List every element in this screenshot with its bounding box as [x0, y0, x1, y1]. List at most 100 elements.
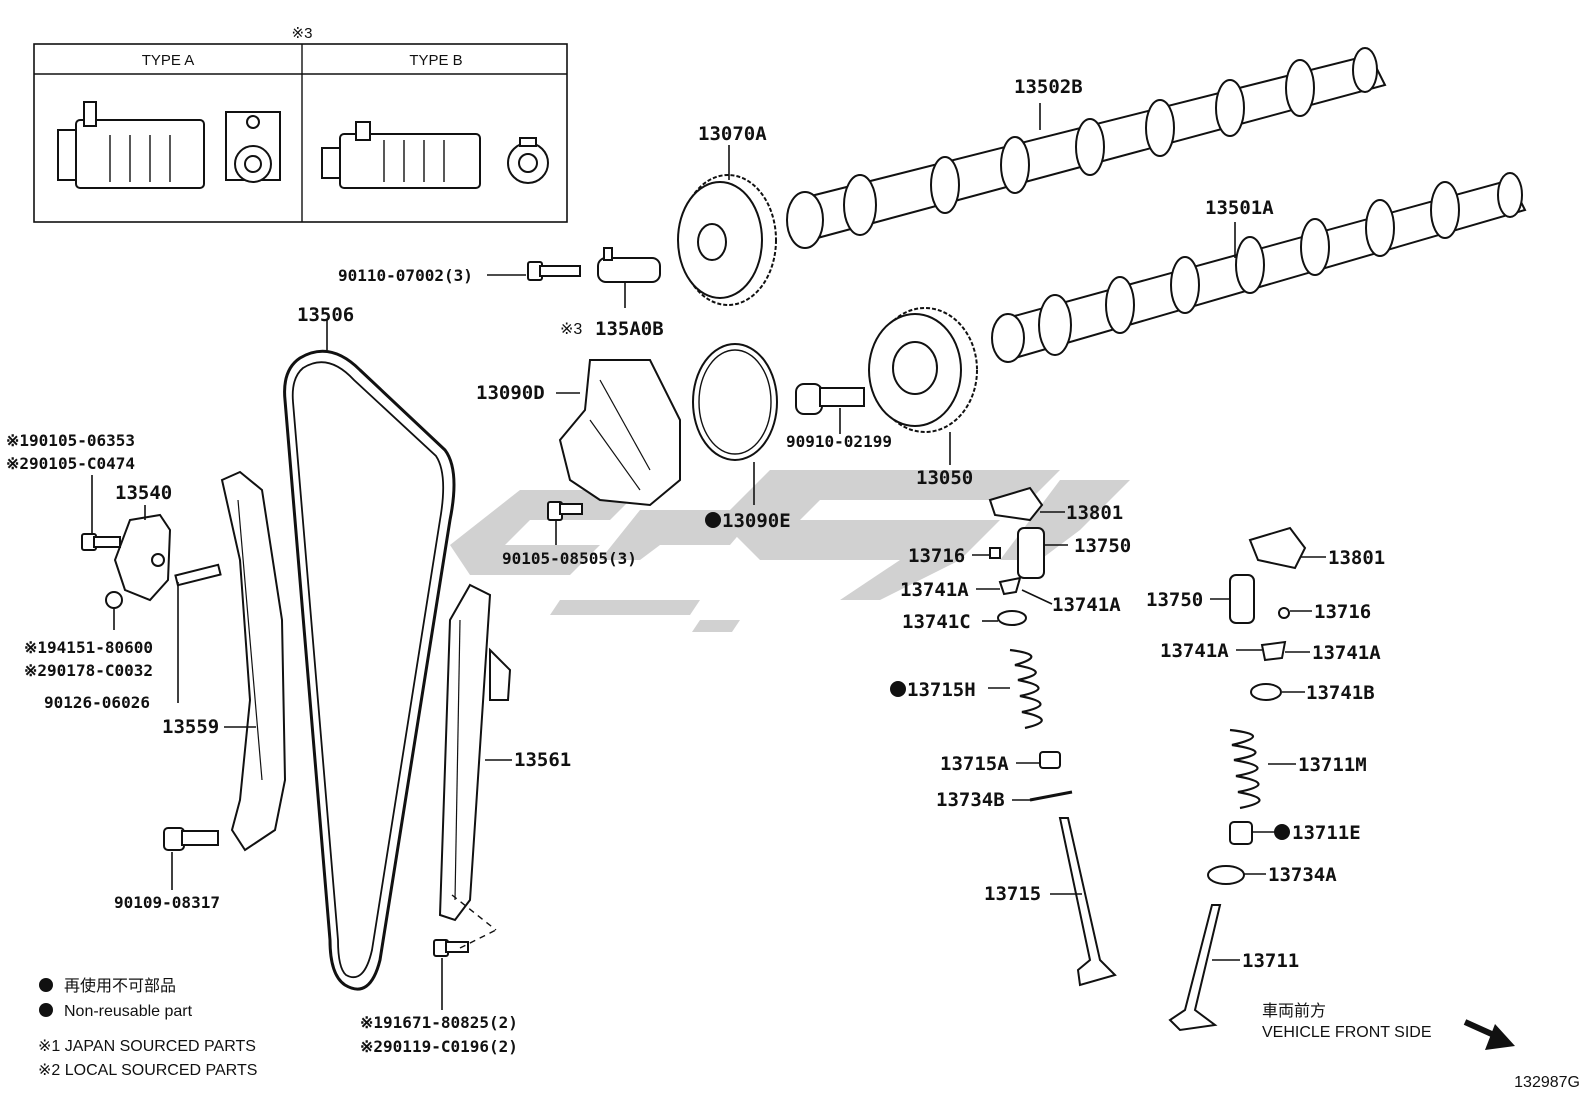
lash-adjuster-13750-b-drawing	[1229, 574, 1255, 624]
keeper-13741a-b-drawing	[1260, 640, 1287, 662]
chain-guide-13561-drawing	[438, 583, 512, 922]
legend-note-1: ※1 JAPAN SOURCED PARTS	[38, 1038, 256, 1055]
valve-13715-drawing	[1058, 817, 1117, 987]
camshaft-13502b-drawing	[786, 47, 1387, 249]
label-13801-a: 13801	[1066, 502, 1123, 524]
label-13506: 13506	[297, 304, 354, 326]
nut-94151-drawing	[105, 591, 123, 609]
non-reusable-dot-13715h	[890, 681, 906, 697]
spring-13711m-drawing	[1229, 728, 1261, 810]
watermark-logo	[450, 470, 1130, 632]
label-13750-b: 13750	[1146, 589, 1203, 611]
label-90109-08317: 90109-08317	[114, 893, 220, 912]
label-94151-80600: ※194151-80600	[24, 638, 153, 657]
spring-13715h-drawing	[1009, 648, 1043, 730]
label-13561: 13561	[514, 749, 571, 771]
label-13716-a: 13716	[908, 545, 965, 567]
legend-non-reusable-en: Non-reusable part	[64, 1003, 193, 1020]
label-13502b: 13502B	[1014, 76, 1083, 98]
oil-control-valve-135a0b-drawing	[597, 247, 661, 283]
label-13711: 13711	[1242, 950, 1299, 972]
washer-13734a-drawing	[1207, 865, 1245, 885]
rocker-arm-13801-a-drawing	[988, 486, 1044, 522]
box-note-mark: ※3	[292, 25, 313, 42]
seal-13711e-drawing	[1229, 821, 1253, 845]
type-b-heading: TYPE B	[409, 52, 462, 69]
label-13741a-b1: 13741A	[1160, 640, 1229, 662]
label-13750-a: 13750	[1074, 535, 1131, 557]
label-13801-b: 13801	[1328, 547, 1385, 569]
pad-13716-b-drawing	[1278, 607, 1290, 619]
legend: 再使用不可部品 Non-reusable part ※1 JAPAN SOURC…	[38, 977, 257, 1079]
legend-non-reusable-jp: 再使用不可部品	[64, 977, 176, 995]
non-reusable-dot-13090e	[705, 512, 721, 528]
label-13741b: 13741B	[1306, 682, 1375, 704]
retainer-13741c-drawing	[997, 610, 1027, 626]
label-90126-06026: 90126-06026	[44, 693, 150, 712]
label-90105-08505: 90105-08505(3)	[502, 549, 637, 568]
label-13715h: 13715H	[907, 679, 976, 701]
label-13540: 13540	[115, 482, 172, 504]
label-13090e: 13090E	[722, 510, 791, 532]
timing-chain-13506-drawing	[283, 349, 456, 991]
stud-90126-drawing	[174, 563, 222, 587]
shim-13734b-drawing	[1029, 790, 1073, 802]
bolt-90109-drawing	[163, 827, 219, 851]
label-90178-c0032: ※290178-C0032	[24, 661, 153, 680]
cam-gear-13070a-drawing	[677, 174, 777, 306]
bolt-90105-08505-drawing	[547, 501, 583, 521]
label-13741c: 13741C	[902, 611, 971, 633]
non-reusable-dot-13711e	[1274, 824, 1290, 840]
label-13501a: 13501A	[1205, 197, 1274, 219]
label-90910-02199: 90910-02199	[786, 432, 892, 451]
valve-13711-drawing	[1168, 904, 1222, 1032]
label-90105-06353: ※190105-06353	[6, 431, 135, 450]
seal-13715a-drawing	[1039, 751, 1061, 769]
vehicle-front-indicator: 車両前方 VEHICLE FRONT SIDE	[1262, 1002, 1515, 1050]
bolt-91671-drawing	[433, 894, 497, 957]
type-a-heading: TYPE A	[142, 52, 195, 69]
label-13050: 13050	[916, 467, 973, 489]
type-b-solenoid-drawing	[321, 121, 549, 189]
label-13090d: 13090D	[476, 382, 545, 404]
label-13715: 13715	[984, 883, 1041, 905]
pad-13716-a-drawing	[989, 547, 1001, 559]
label-13734b: 13734B	[936, 789, 1005, 811]
legend-dot-en	[39, 1003, 53, 1017]
label-13711e: 13711E	[1292, 822, 1361, 844]
keeper-13741a-a-drawing	[998, 576, 1022, 596]
label-90110-07002: 90110-07002(3)	[338, 266, 473, 285]
label-135a0b-mark: ※3	[560, 321, 582, 338]
legend-note-2: ※2 LOCAL SOURCED PARTS	[38, 1062, 257, 1079]
gasket-13090e-drawing	[692, 343, 778, 461]
cam-gear-13050-drawing	[868, 307, 978, 433]
vehicle-front-en: VEHICLE FRONT SIDE	[1262, 1024, 1432, 1041]
label-13715a: 13715A	[940, 753, 1009, 775]
chain-cover-13090d-drawing	[558, 359, 681, 507]
type-a-solenoid-drawing	[57, 101, 281, 189]
label-91671-80825: ※191671-80825(2)	[360, 1013, 518, 1032]
bolt-90910-drawing	[795, 383, 865, 415]
camshaft-13501a-drawing	[991, 172, 1527, 363]
label-13559: 13559	[162, 716, 219, 738]
label-135a0b: 135A0B	[595, 318, 664, 340]
diagram-code: 132987G	[1514, 1074, 1580, 1091]
bolt-90110-drawing	[527, 261, 581, 281]
label-13070a: 13070A	[698, 123, 767, 145]
vehicle-front-jp: 車両前方	[1262, 1002, 1326, 1020]
label-90119-c0196: ※290119-C0196(2)	[360, 1037, 518, 1056]
retainer-13741b-drawing	[1250, 683, 1282, 701]
leader-lines	[91, 103, 1326, 1010]
lash-adjuster-13750-a-drawing	[1017, 527, 1045, 579]
direction-arrow-icon	[1463, 1019, 1515, 1050]
rocker-arm-13801-b-drawing	[1248, 526, 1307, 570]
label-13741a-b2: 13741A	[1312, 642, 1381, 664]
tensioner-arm-13559-drawing	[220, 470, 287, 852]
label-13741a-a1: 13741A	[900, 579, 969, 601]
solenoid-type-box: ※3 TYPE A TYPE B	[33, 25, 568, 223]
part-labels: 13502B 13501A 13070A 90110-07002(3) ※3 1…	[6, 76, 1385, 1056]
legend-dot-jp	[39, 978, 53, 992]
tensioner-13540-drawing	[113, 513, 172, 602]
label-13711m: 13711M	[1298, 754, 1367, 776]
